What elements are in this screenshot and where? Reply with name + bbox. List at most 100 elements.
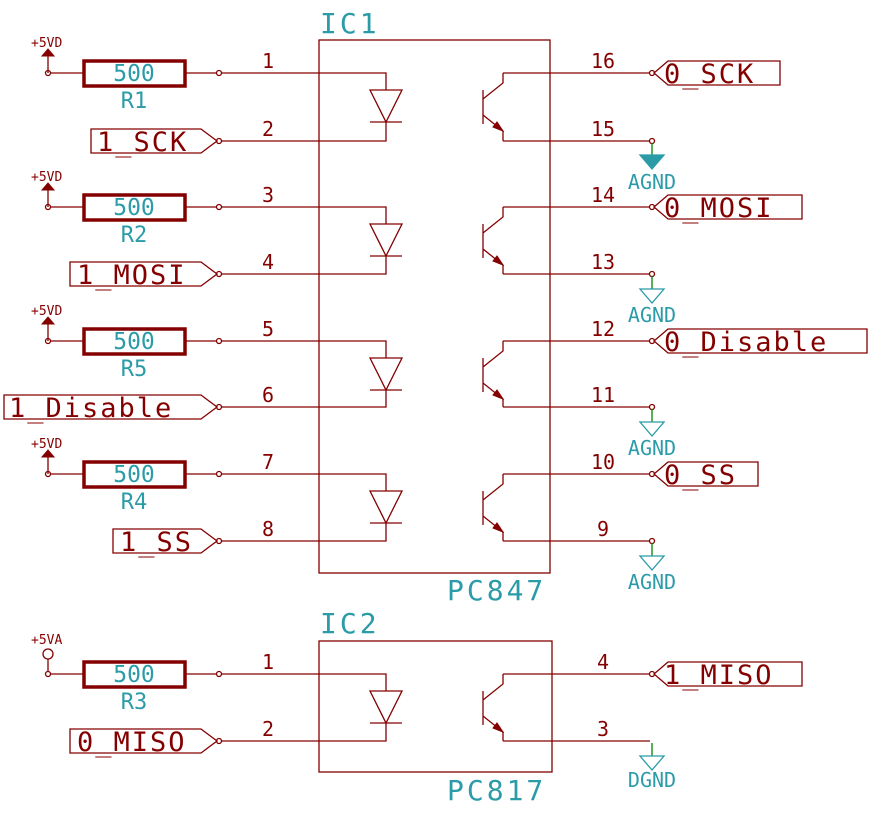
net-label-1-ss [112, 528, 219, 554]
junction [215, 470, 223, 478]
resistor-value: 500 [113, 61, 155, 87]
wire [319, 256, 387, 275]
ic1-channel-3: +5VD 500 R5 5 6 1_Disable 12 11 0_Disabl… [3, 304, 868, 460]
wire [319, 72, 387, 90]
diode-icon [368, 357, 404, 392]
junction [648, 537, 656, 545]
pin-number: 1 [262, 650, 274, 674]
net-label-text: 1_MOSI [77, 260, 187, 291]
ground-icon [638, 755, 666, 771]
transistor-collector [482, 207, 504, 234]
diode-icon [368, 223, 404, 258]
power-arrow-icon [40, 316, 56, 325]
net-label-text: 0_Disable [664, 327, 828, 358]
pin-number: 4 [262, 250, 274, 274]
ic1-channel-4: +5VD 500 R4 7 8 1_SS 10 9 0_SS AGN [31, 437, 759, 594]
diode-icon [368, 690, 404, 725]
pin-number: 2 [262, 117, 274, 141]
net-label-0-sck [653, 60, 781, 86]
power-arrow-icon [40, 449, 56, 458]
net-label-1-sck [90, 128, 219, 154]
pin-number: 3 [597, 717, 609, 741]
net-label-0-ss [653, 461, 759, 487]
resistor-ref: R2 [121, 223, 148, 248]
ground-icon [638, 288, 666, 304]
net-label-0-miso [69, 728, 219, 754]
transistor-arrow-icon [492, 522, 505, 534]
net-label-text: 1_SCK [97, 127, 188, 158]
ic2-ref: IC2 [320, 607, 380, 640]
transistor-arrow-icon [492, 255, 505, 267]
power-arrow-icon [40, 48, 56, 57]
net-label-1-disable [3, 394, 219, 420]
ic1-channel-2: +5VD 500 R2 3 4 1_MOSI 14 13 0_MOSI [31, 170, 803, 327]
pin-number: 9 [597, 517, 609, 541]
resistor-ref: R5 [121, 357, 148, 382]
diode-icon [368, 89, 404, 124]
junction [648, 137, 656, 145]
resistor-ref: R4 [121, 490, 148, 515]
wire [319, 206, 387, 224]
pin-number: 11 [591, 383, 615, 407]
power-label: +5VD [31, 304, 62, 319]
pin-number: 6 [262, 383, 274, 407]
power-label: +5VD [31, 437, 62, 452]
power-label: +5VD [31, 170, 62, 185]
net-label-1-mosi [69, 261, 219, 287]
pin-number: 1 [262, 49, 274, 73]
wire [319, 340, 387, 358]
pin-number: 8 [262, 517, 274, 541]
resistor-body [82, 660, 187, 689]
net-label-text: 1_Disable [9, 393, 173, 424]
pin-number: 15 [591, 117, 615, 141]
wire [319, 723, 387, 742]
pin-number: 13 [591, 250, 615, 274]
power-arrow-icon [40, 182, 56, 191]
ic1-channel-1: +5VD 500 R1 1 2 1_SCK 16 15 [31, 36, 781, 194]
net-label-1-miso [653, 661, 803, 687]
ic2-channel: +5VA 500 R3 1 2 0_MISO 4 3 1_MISO DGND [31, 633, 803, 792]
transistor-collector [482, 674, 504, 701]
ic1-part: PC847 [447, 574, 546, 607]
net-label-text: 0_SCK [664, 59, 755, 90]
ground-icon [638, 555, 666, 571]
pin-number: 16 [591, 49, 615, 73]
resistor-value: 500 [113, 195, 155, 221]
junction [215, 337, 223, 345]
junction [215, 670, 223, 678]
ground-icon [638, 154, 666, 170]
ground-label: AGND [628, 170, 676, 194]
power-label: +5VA [31, 633, 62, 648]
wire [319, 473, 387, 491]
junction [215, 203, 223, 211]
wire [319, 523, 387, 542]
pin-number: 12 [591, 317, 615, 341]
pin-number: 14 [591, 183, 615, 207]
resistor-value: 500 [113, 329, 155, 355]
transistor-collector [482, 73, 504, 100]
wire [319, 390, 387, 408]
ground-label: AGND [628, 570, 676, 594]
transistor-arrow-icon [492, 389, 505, 401]
junction [215, 69, 223, 77]
power-circle-icon [42, 648, 54, 660]
resistor-ref: R3 [121, 690, 148, 715]
net-label-text: 0_SS [664, 460, 737, 491]
ground-label: AGND [628, 303, 676, 327]
ic1-ref: IC1 [320, 7, 380, 40]
pin-number: 2 [262, 717, 274, 741]
pin-number: 4 [597, 650, 609, 674]
transistor-collector [482, 341, 504, 368]
pin-number: 10 [591, 450, 615, 474]
junction [648, 270, 656, 278]
junction [44, 670, 52, 678]
transistor-arrow-icon [492, 722, 505, 734]
net-label-0-disable [653, 328, 868, 354]
ic2-part: PC817 [447, 774, 546, 807]
ground-label: DGND [628, 768, 676, 792]
net-label-text: 0_MOSI [664, 193, 774, 224]
wire [319, 122, 387, 142]
resistor-body [82, 460, 187, 489]
pin-number: 5 [262, 317, 274, 341]
